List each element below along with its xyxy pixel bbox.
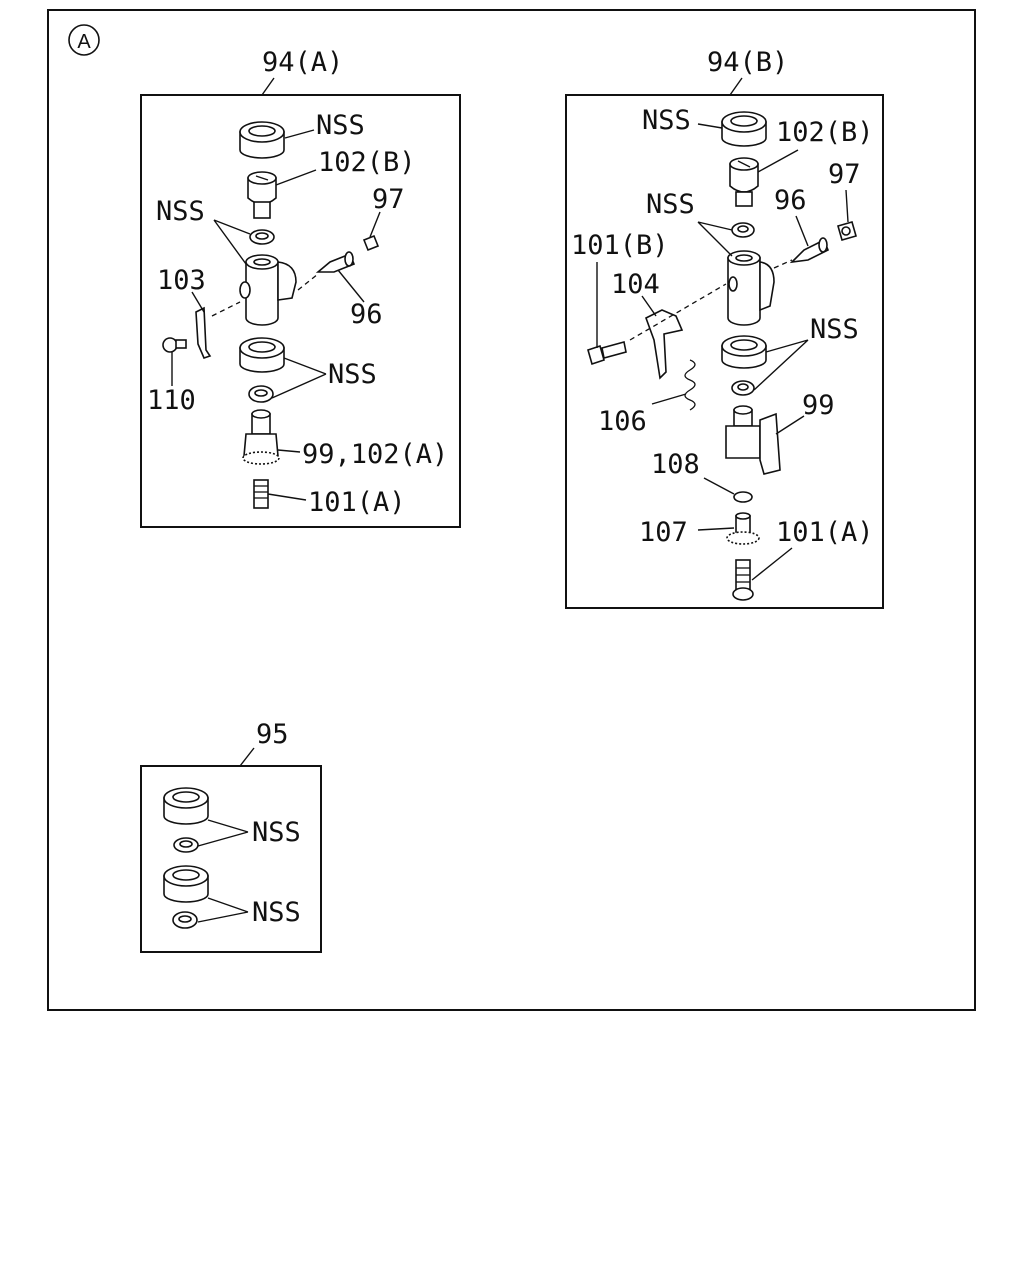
seal-icon	[163, 787, 209, 825]
spring-icon	[684, 359, 696, 411]
callout-110: 110	[147, 385, 196, 416]
view-marker: A	[68, 24, 100, 56]
group-94a: 94(A)	[140, 47, 461, 528]
adjust-screw-icon	[732, 559, 754, 601]
adjust-screw-icon	[253, 479, 269, 509]
callout-96: 96	[350, 299, 383, 330]
piston-icon	[242, 409, 280, 465]
callout-nss: NSS	[328, 359, 377, 390]
seal-icon	[239, 337, 285, 373]
group-94b-title: 94(B)	[707, 47, 788, 78]
callout-nss: NSS	[316, 110, 365, 141]
group-94b: 94(B)	[565, 47, 884, 609]
bleeder-nipple-icon	[315, 251, 356, 273]
seal-icon	[239, 121, 285, 159]
callout-102b: 102(B)	[776, 117, 874, 148]
seal-icon	[163, 865, 209, 903]
washer-icon	[731, 222, 755, 238]
seal-icon	[721, 335, 767, 369]
group-94a-title: 94(A)	[262, 47, 343, 78]
cap-icon	[247, 171, 277, 219]
piston-icon	[725, 405, 781, 475]
group-94b-frame	[565, 94, 884, 609]
washer-icon	[733, 491, 753, 503]
callout-nss: NSS	[252, 897, 301, 928]
callout-99: 99	[802, 390, 835, 421]
callout-108: 108	[651, 449, 700, 480]
washer-icon	[173, 837, 199, 853]
valve-body-icon	[239, 254, 297, 326]
callout-101b: 101(B)	[571, 230, 669, 261]
cap-icon	[729, 157, 759, 207]
valve-body-icon	[727, 250, 775, 326]
callout-99-102a: 99,102(A)	[302, 439, 448, 470]
outer-frame	[47, 9, 976, 1011]
lever-icon	[645, 309, 684, 380]
callout-nss: NSS	[156, 196, 205, 227]
dust-cap-icon	[837, 221, 857, 241]
bracket-icon	[195, 306, 212, 359]
group-95-frame	[140, 765, 322, 953]
bolt-icon	[587, 341, 627, 366]
washer-icon	[248, 385, 274, 403]
callout-106: 106	[598, 406, 647, 437]
adjuster-gear-icon	[726, 512, 760, 545]
callout-102b: 102(B)	[318, 147, 416, 178]
callout-nss: NSS	[810, 314, 859, 345]
washer-icon	[172, 911, 198, 929]
washer-icon	[249, 229, 275, 245]
callout-nss: NSS	[646, 189, 695, 220]
callout-97: 97	[372, 184, 405, 215]
callout-101a: 101(A)	[776, 517, 874, 548]
group-95: 95 NSS NSS	[140, 719, 322, 953]
bolt-icon	[162, 337, 187, 353]
view-marker-letter: A	[77, 31, 91, 53]
callout-97: 97	[828, 159, 861, 190]
callout-101a: 101(A)	[308, 487, 406, 518]
callout-nss: NSS	[252, 817, 301, 848]
bleeder-nipple-icon	[789, 237, 830, 264]
callout-103: 103	[157, 265, 206, 296]
group-94a-frame	[140, 94, 461, 528]
dust-cap-icon	[362, 234, 380, 252]
callout-nss: NSS	[642, 105, 691, 136]
callout-104: 104	[611, 269, 660, 300]
callout-96: 96	[774, 185, 807, 216]
washer-icon	[731, 380, 755, 396]
callout-107: 107	[639, 517, 688, 548]
group-95-title: 95	[256, 719, 289, 750]
seal-icon	[721, 111, 767, 147]
